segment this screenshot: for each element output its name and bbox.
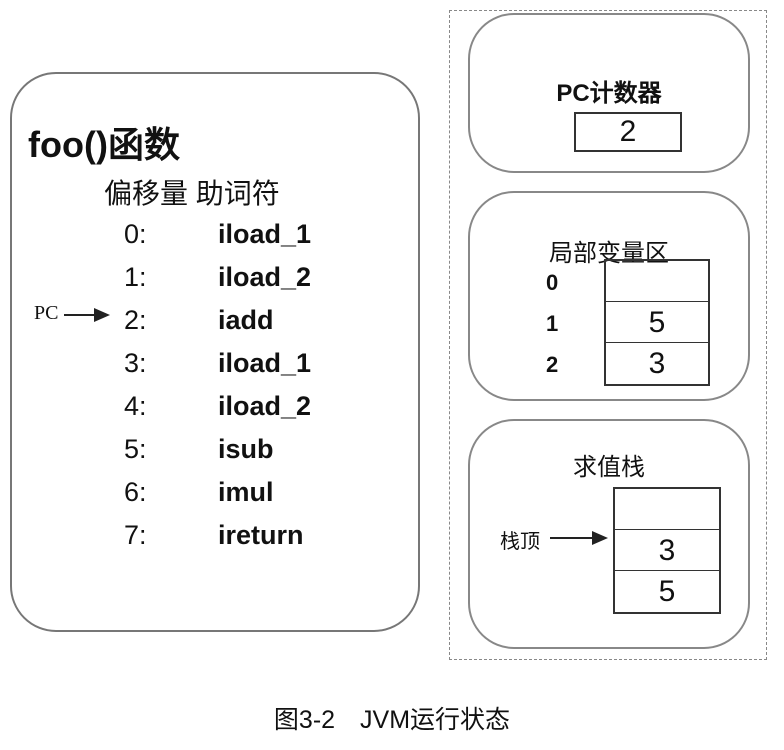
- local-variable-cell: 5: [606, 302, 708, 343]
- instruction-mnemonic: iload_2: [218, 262, 312, 292]
- local-variables-table: 5 3: [604, 259, 710, 386]
- figure-caption: 图3-2 JVM运行状态: [273, 706, 511, 734]
- instruction-offset: 4:: [124, 391, 147, 421]
- offset-header: 偏移量: [104, 178, 189, 209]
- instruction-row: 1: iload_2: [12, 262, 418, 305]
- operand-stack-panel: 求值栈 栈顶 3 5: [468, 419, 750, 649]
- function-title: foo()函数: [28, 124, 180, 165]
- column-headers: 偏移量 助词符: [104, 172, 280, 212]
- stack-cell: 3: [615, 530, 719, 571]
- pc-counter-panel: PC计数器 2: [468, 13, 750, 173]
- pc-pointer-label: PC: [34, 302, 59, 324]
- local-variable-cell: 3: [648, 347, 666, 380]
- instruction-offset: 6:: [124, 477, 147, 507]
- pc-pointer: PC: [34, 302, 124, 332]
- instruction-offset: 3:: [124, 348, 147, 378]
- instruction-row: 4: iload_2: [12, 391, 418, 434]
- function-panel: foo()函数 偏移量 助词符 0: iload_1 1: iload_2 2:…: [10, 72, 420, 632]
- pc-counter-value: 2: [574, 112, 682, 152]
- instruction-row: 3: iload_1: [12, 348, 418, 391]
- operand-stack-title: 求值栈: [573, 454, 645, 481]
- instruction-mnemonic: imul: [218, 477, 274, 507]
- stack-cell: [615, 489, 719, 530]
- instruction-offset: 7:: [124, 520, 147, 550]
- slot-index: 2: [546, 352, 559, 377]
- instruction-mnemonic: iload_1: [218, 348, 312, 378]
- instruction-row: 5: isub: [12, 434, 418, 477]
- stack-cell: 5: [658, 575, 676, 608]
- instruction-mnemonic: ireturn: [218, 520, 304, 550]
- instruction-mnemonic: isub: [218, 434, 274, 464]
- instruction-mnemonic: iload_1: [218, 219, 312, 249]
- pc-counter-title: PC计数器: [556, 80, 662, 107]
- arrow-right-icon: [94, 308, 110, 322]
- slot-index: 0: [546, 270, 559, 295]
- stack-top-label: 栈顶: [500, 531, 540, 553]
- instruction-row: 2: iadd: [12, 305, 418, 348]
- arrow-shaft: [64, 314, 96, 316]
- arrow-shaft: [550, 537, 594, 539]
- instruction-offset: 1:: [124, 262, 147, 292]
- instruction-mnemonic: iadd: [218, 305, 274, 335]
- instruction-row: 6: imul: [12, 477, 418, 520]
- instruction-row: 7: ireturn: [12, 520, 418, 563]
- local-variables-panel: 局部变量区 0 1 2 5 3: [468, 191, 750, 401]
- arrow-right-icon: [592, 531, 608, 545]
- mnemonic-header: 助词符: [195, 178, 280, 209]
- instruction-mnemonic: iload_2: [218, 391, 312, 421]
- local-variables-title: 局部变量区: [549, 240, 669, 267]
- jvm-frame: PC计数器 2 局部变量区 0 1 2 5 3 求值栈 栈顶 3 5: [449, 10, 767, 660]
- local-variable-cell: [606, 261, 708, 302]
- operand-stack-table: 3 5: [613, 487, 721, 614]
- slot-index: 1: [546, 311, 559, 336]
- instruction-offset: 0:: [124, 219, 147, 249]
- instruction-offset: 2:: [124, 305, 147, 335]
- instruction-offset: 5:: [124, 434, 147, 464]
- instruction-row: 0: iload_1: [12, 219, 418, 262]
